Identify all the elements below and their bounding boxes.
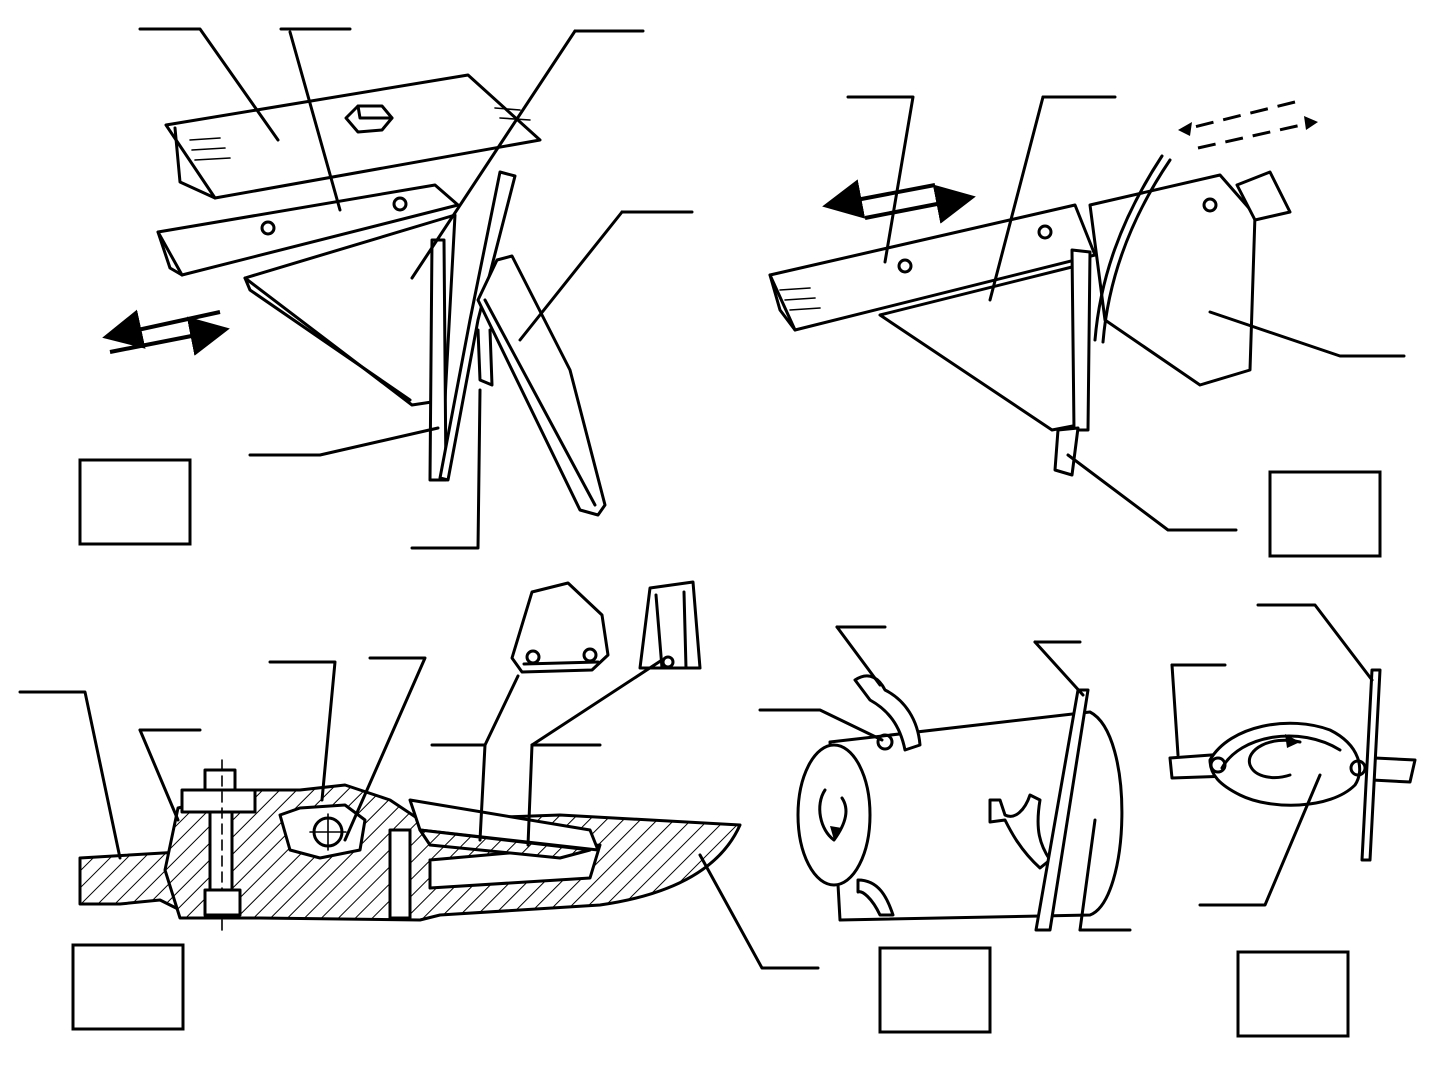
answer-box-d[interactable] [878,946,992,1034]
panel-b-sliding-knife [768,95,1406,558]
answer-box-a[interactable] [78,458,192,546]
panel-c-cutter-bar-section [18,580,820,1031]
answer-box-e[interactable] [1236,950,1350,1038]
knife-segment-detail [510,581,610,674]
panel-e-rotary-disc [1168,603,1417,1038]
panel-a-segment-knife [78,27,694,550]
answer-box-c[interactable] [71,943,185,1031]
finger-plate-detail [638,580,702,670]
panel-d-rotary-drum [758,625,1132,1034]
answer-box-b[interactable] [1268,470,1382,558]
